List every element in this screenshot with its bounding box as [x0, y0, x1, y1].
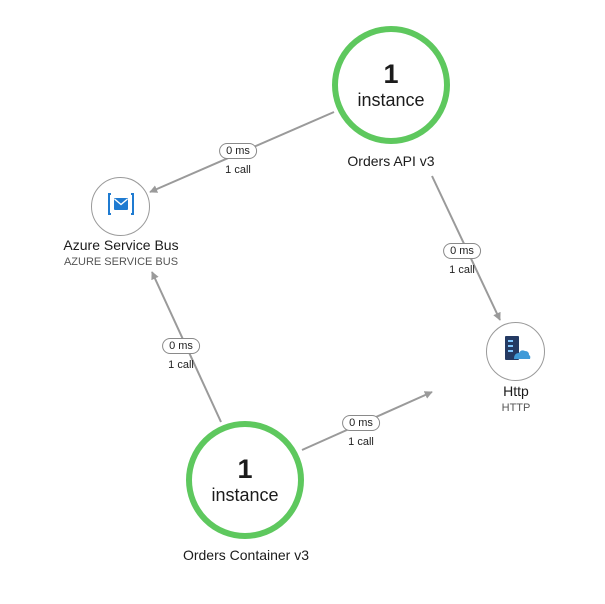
node-orders-container[interactable]: 1 instance: [186, 421, 304, 539]
node-orders-api[interactable]: 1 instance: [332, 26, 450, 144]
node-title-orders-container: Orders Container v3: [182, 547, 310, 563]
edge-api-bus-duration[interactable]: 0 ms: [219, 143, 257, 159]
edge-container-bus-duration[interactable]: 0 ms: [162, 338, 200, 354]
edge-api-http-duration[interactable]: 0 ms: [443, 243, 481, 259]
instance-label: instance: [211, 485, 279, 505]
instance-count: 1: [383, 59, 399, 89]
server-cloud-icon: [501, 335, 531, 368]
edge-api-http-calls: 1 call: [449, 264, 475, 276]
node-azure-service-bus[interactable]: [91, 177, 150, 236]
node-type-http: HTTP: [501, 402, 531, 414]
edge-container-bus-calls: 1 call: [168, 359, 194, 371]
node-title-service-bus: Azure Service Bus: [63, 237, 179, 253]
instance-count: 1: [237, 454, 253, 484]
envelope-icon: [107, 193, 134, 220]
node-http[interactable]: [486, 322, 545, 381]
node-title-orders-api: Orders API v3: [347, 153, 435, 169]
node-type-service-bus: AZURE SERVICE BUS: [63, 256, 179, 268]
node-title-http: Http: [503, 383, 529, 399]
instance-label: instance: [357, 90, 425, 110]
edge-container-http-duration[interactable]: 0 ms: [342, 415, 380, 431]
edge-container-http-calls: 1 call: [348, 436, 374, 448]
edge-api-bus-calls: 1 call: [225, 164, 251, 176]
